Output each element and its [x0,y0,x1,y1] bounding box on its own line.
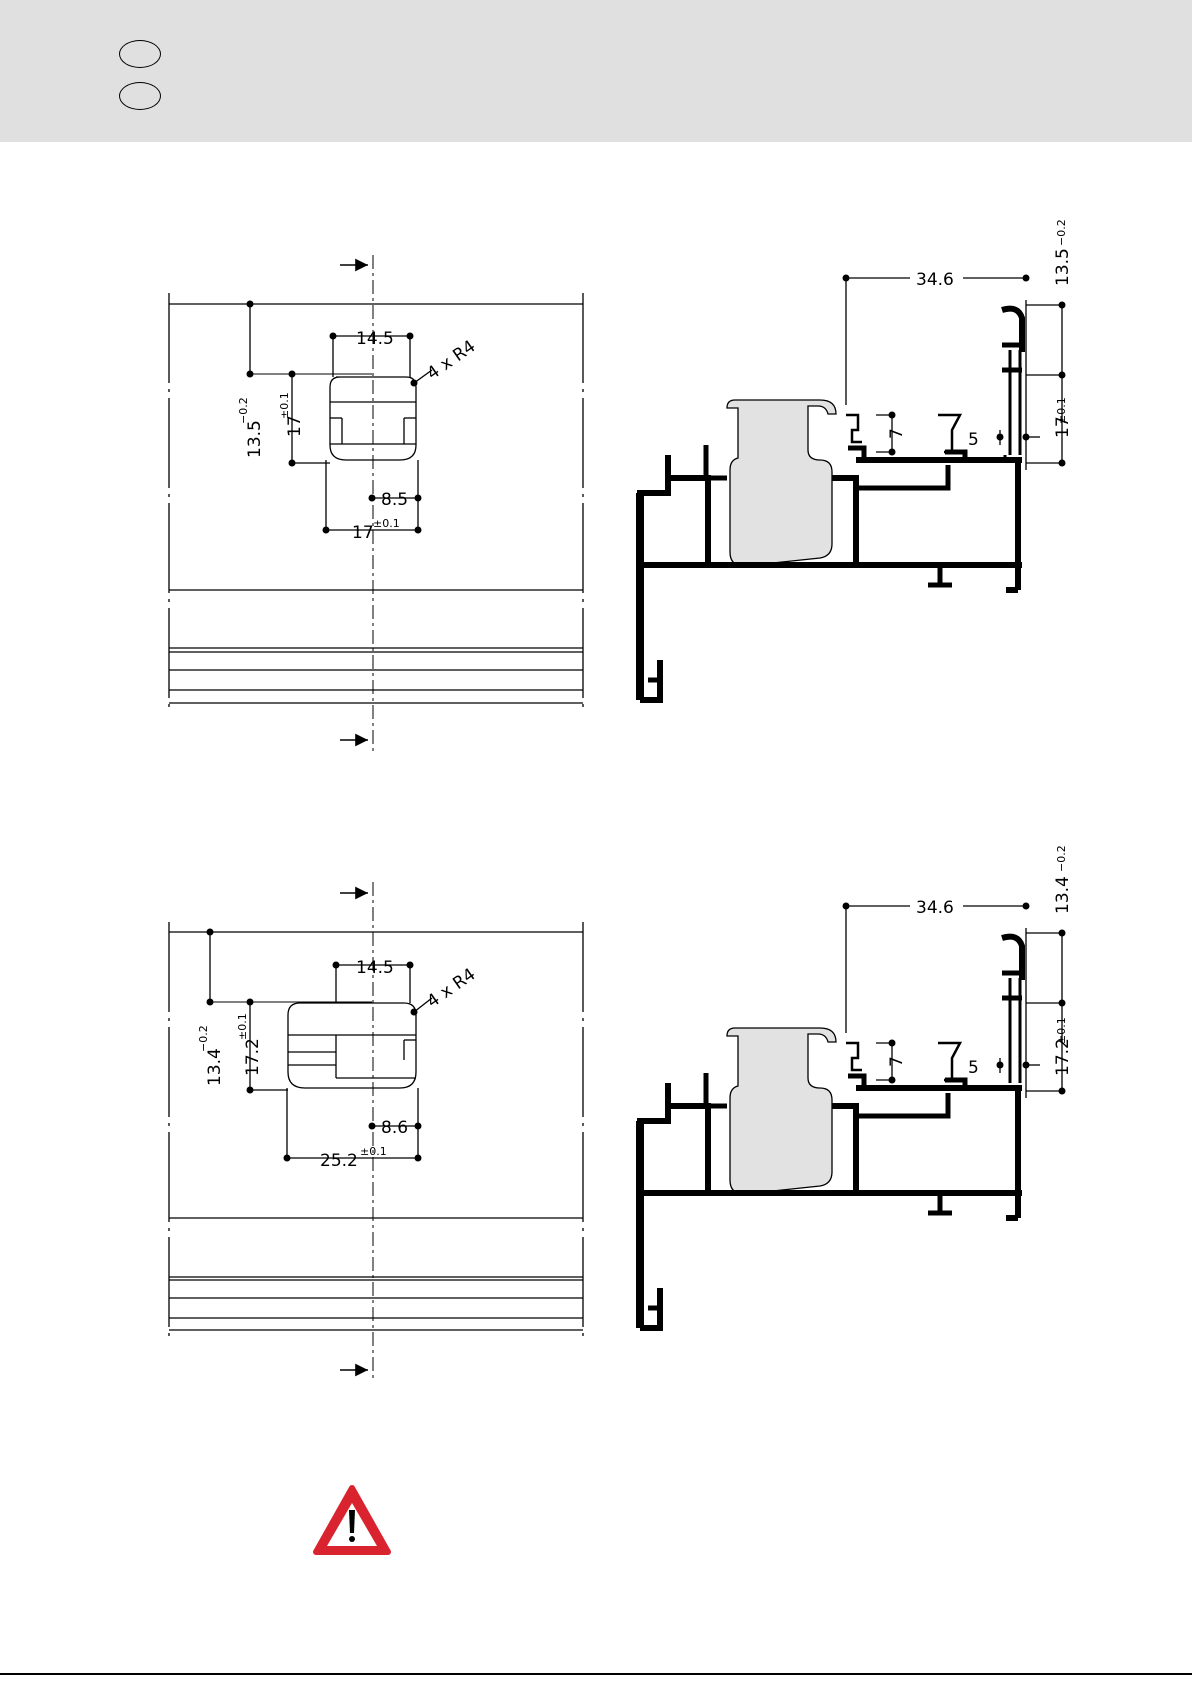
dim-slot-height-tol-1: ±0.1 [278,392,291,419]
dim-depth-1: 13.5 [245,420,265,458]
dim-right-tol-2: ±0.1 [1055,1017,1068,1044]
dim-gap-1: 7 [887,428,907,439]
dim-right-tol-1: ±0.1 [1055,397,1068,424]
profile-1-dim-points [843,275,1066,467]
dim-overall-width-tol-1: ±0.1 [373,517,400,530]
dim-offset-1: 8.5 [381,490,408,510]
dim-overall-width-1: 17 [352,523,374,543]
dim-depth-tol-2: −0.2 [197,1025,210,1052]
dim-corner-radius-1: 4 x R4 [423,337,479,385]
dim-top-2: 13.4 [1053,876,1073,914]
dim-depth-tol-1: −0.2 [237,397,250,424]
warning-triangle-icon [316,1488,388,1552]
dim-depth-2: 13.4 [205,1048,225,1086]
cutout-drawing-2 [169,882,583,1382]
dim-top-tol-1: −0.2 [1055,219,1068,246]
dim-distance-1: 34.6 [916,270,954,290]
dim-overall-width-2: 25.2 [320,1151,358,1171]
dim-overall-width-tol-2: ±0.1 [360,1145,387,1158]
profile-2-dims [846,906,1062,1098]
profile-1-dims [846,278,1062,470]
dim-top-tol-2: −0.2 [1055,845,1068,872]
dim-top-1: 13.5 [1053,248,1073,286]
dim-tiny-2: 5 [968,1058,979,1078]
bottom-rule [0,1673,1192,1675]
dim-slot-height-tol-2: ±0.1 [236,1013,249,1040]
dim-distance-2: 34.6 [916,898,954,918]
dim-slot-height-2: 17.2 [243,1038,263,1076]
dim-slot-width-1: 14.5 [356,329,394,349]
dim-gap-2: 7 [887,1056,907,1067]
profile-section-1 [640,309,1022,700]
slot-outline-2 [288,1003,416,1088]
dim-slot-width-2: 14.5 [356,958,394,978]
profile-section-2 [640,937,1022,1328]
dim-tiny-1: 5 [968,430,979,450]
dim-corner-radius-2: 4 x R4 [423,965,479,1013]
profile-2-dim-points [843,903,1066,1095]
dim-offset-2: 8.6 [381,1118,408,1138]
